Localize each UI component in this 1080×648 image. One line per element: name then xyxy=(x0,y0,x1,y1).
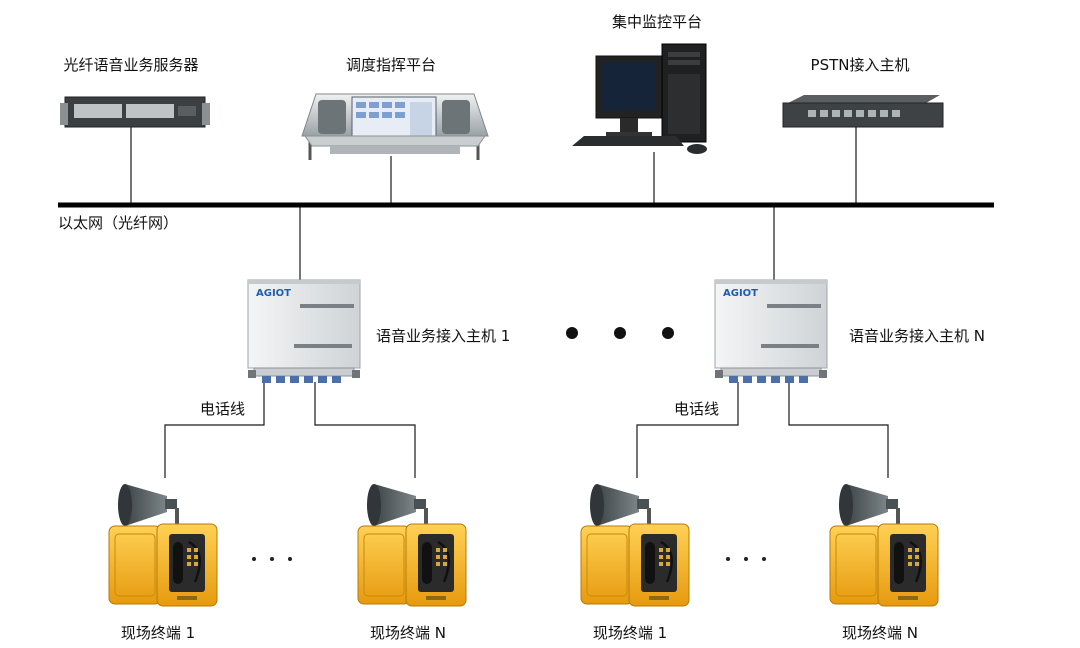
phone-line-label-left: 电话线 xyxy=(200,400,246,418)
access-host-n-device xyxy=(714,279,828,384)
terminal-1-right-label: 现场终端 1 xyxy=(592,624,668,642)
pstn-host-device xyxy=(782,95,944,128)
terminal-1-left-label: 现场终端 1 xyxy=(120,624,196,642)
access-host-1-label: 语音业务接入主机 1 xyxy=(376,327,511,345)
monitor-platform-label: 集中监控平台 xyxy=(611,13,703,31)
terminal-1-left-device xyxy=(107,482,219,608)
terminal-n-left-device xyxy=(356,482,468,608)
pstn-host-label: PSTN接入主机 xyxy=(810,56,910,74)
access-host-n-label: 语音业务接入主机 N xyxy=(849,327,985,345)
terminal-n-left-label: 现场终端 N xyxy=(370,624,446,642)
terminal-dots-right xyxy=(726,557,766,561)
voice-server-label: 光纤语音业务服务器 xyxy=(63,56,199,74)
terminal-1-right-device xyxy=(579,482,691,608)
ellipsis-dots xyxy=(566,327,674,339)
voice-server-device xyxy=(60,96,210,128)
dispatch-console-label: 调度指挥平台 xyxy=(345,56,437,74)
dispatch-console-device xyxy=(301,93,489,160)
wiring xyxy=(130,127,889,478)
access-host-1-device xyxy=(247,279,361,384)
terminal-dots-left xyxy=(252,557,292,561)
terminal-n-right-device xyxy=(828,482,940,608)
phone-line-label-right: 电话线 xyxy=(674,400,720,418)
terminal-n-right-label: 现场终端 N xyxy=(842,624,918,642)
monitor-pc-device xyxy=(572,43,707,154)
ethernet-label: 以太网（光纤网） xyxy=(58,214,179,232)
